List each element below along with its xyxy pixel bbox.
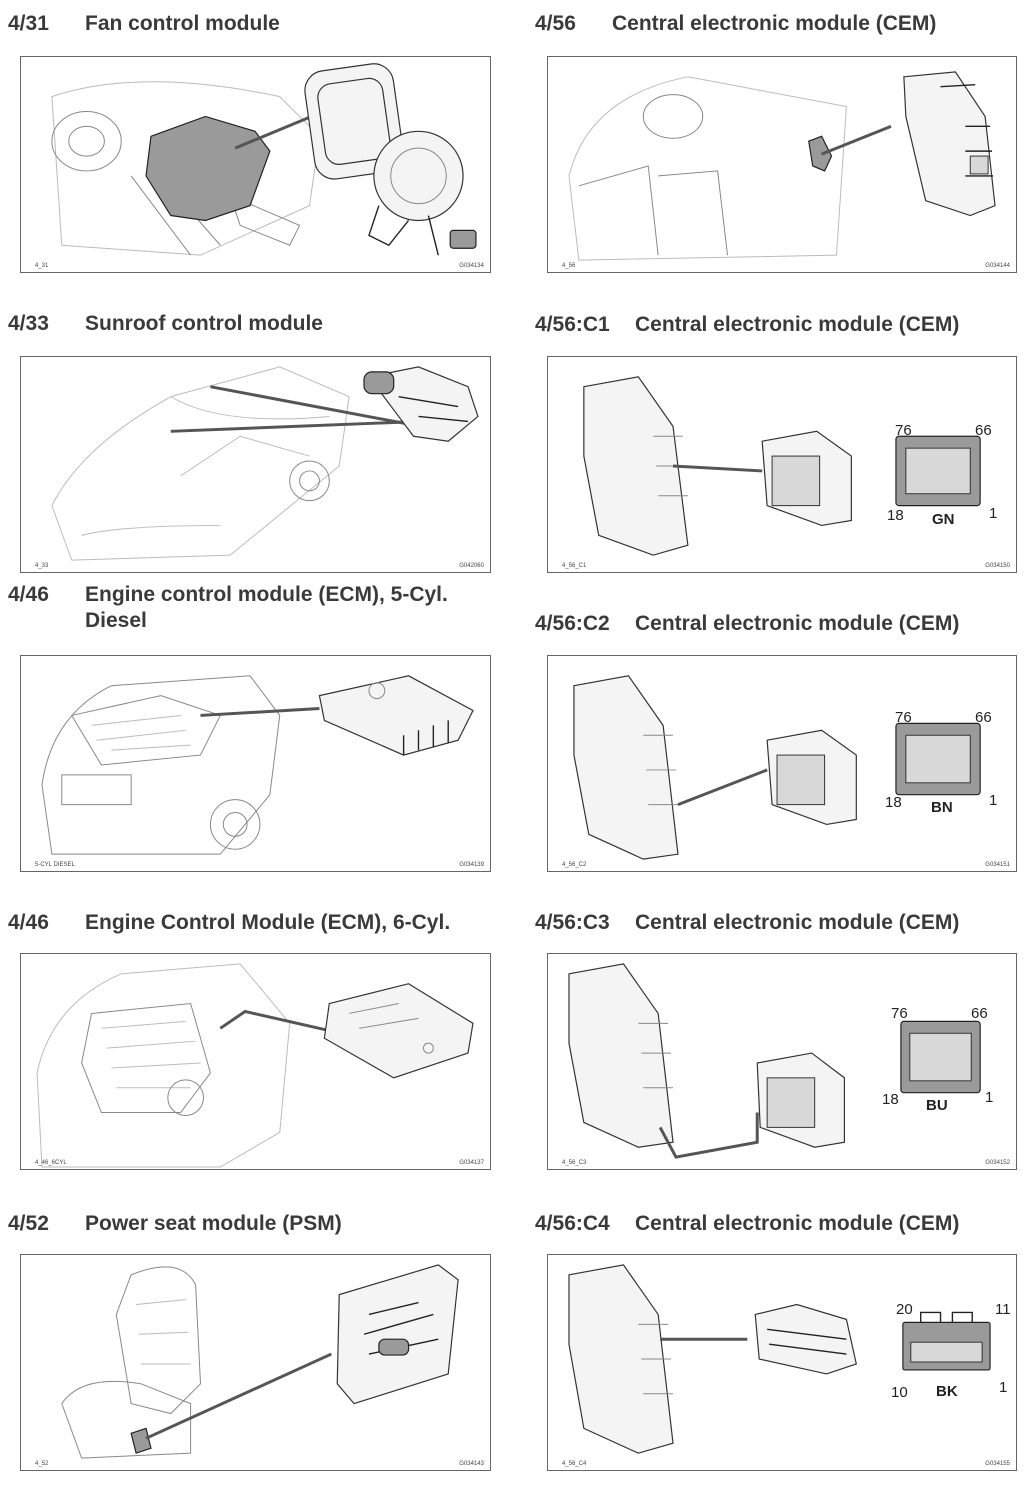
section-title: Central electronic module (CEM) bbox=[635, 911, 960, 934]
figure-tag-right: G034139 bbox=[459, 862, 484, 868]
figure-tag-left: 4_56_C2 bbox=[562, 862, 587, 868]
figure-tag-left: 4_52 bbox=[35, 1461, 49, 1467]
figure-sunroof-control-module: 4_33 G042060 bbox=[20, 356, 491, 573]
figure-tag-right: G034155 bbox=[985, 1461, 1010, 1467]
heading-4-52: 4/52 Power seat module (PSM) bbox=[8, 1211, 498, 1241]
figure-cem-c2: 76 66 18 1 BN 4_56_C2 G034151 bbox=[547, 655, 1017, 872]
pin-label-top-left: 20 bbox=[896, 1301, 913, 1318]
psm-illustration bbox=[61, 1264, 459, 1459]
pin-label-top-right: 66 bbox=[975, 709, 992, 726]
section-title: Central electronic module (CEM) bbox=[635, 313, 960, 336]
figure-tag-right: G034152 bbox=[985, 1160, 1010, 1166]
pin-label-bottom-left: 10 bbox=[891, 1384, 908, 1401]
fan-module-illustration bbox=[51, 63, 477, 256]
figure-power-seat-module: 4_52 G034143 bbox=[20, 1254, 491, 1471]
section-title: Engine control module (ECM), 5-Cyl. bbox=[85, 583, 448, 606]
heading-4-46-6cyl: 4/46 Engine Control Module (ECM), 6-Cyl. bbox=[8, 910, 498, 940]
connector-color-code: BK bbox=[936, 1383, 958, 1400]
connector-color-code: BN bbox=[931, 799, 953, 816]
figure-cem-c4: 20 11 10 1 BK 4_56_C4 G034155 bbox=[547, 1254, 1017, 1471]
cem-illustration bbox=[568, 71, 996, 261]
section-code: 4/31 bbox=[8, 12, 49, 35]
heading-4-33: 4/33 Sunroof control module bbox=[8, 311, 498, 341]
figure-tag-right: G034134 bbox=[459, 263, 484, 269]
figure-tag-left: 4_31 bbox=[35, 263, 49, 269]
figure-tag-left: 4_56_C3 bbox=[562, 1160, 587, 1166]
figure-tag-left: 4_56_C1 bbox=[562, 563, 587, 569]
section-title: Central electronic module (CEM) bbox=[635, 612, 960, 635]
pin-label-bottom-right: 1 bbox=[989, 792, 998, 809]
pin-label-top-left: 76 bbox=[891, 1005, 908, 1022]
section-code: 4/46 bbox=[8, 911, 49, 934]
figure-tag-right: G034151 bbox=[985, 862, 1010, 868]
section-code: 4/56:C3 bbox=[535, 911, 610, 934]
figure-cem-c3: 76 66 18 1 BU 4_56_C3 G034152 bbox=[547, 953, 1017, 1170]
pin-label-bottom-left: 18 bbox=[885, 794, 902, 811]
section-title: Engine Control Module (ECM), 6-Cyl. bbox=[85, 911, 451, 934]
heading-4-56-c4: 4/56:C4 Central electronic module (CEM) bbox=[535, 1211, 1020, 1241]
heading-4-56-c2: 4/56:C2 Central electronic module (CEM) bbox=[535, 611, 1020, 641]
figure-cem-c1: 76 66 18 1 GN 4_56_C1 G034150 bbox=[547, 356, 1017, 573]
sunroof-module-illustration bbox=[51, 366, 479, 561]
heading-4-56-c1: 4/56:C1 Central electronic module (CEM) bbox=[535, 312, 1020, 342]
figure-tag-left: 4_56 bbox=[562, 263, 576, 269]
pin-label-bottom-left: 18 bbox=[887, 507, 904, 524]
figure-ecm-6cyl: 4_46_6CYL G034137 bbox=[20, 953, 491, 1170]
figure-cem: 4_56 G034144 bbox=[547, 56, 1017, 273]
ecm-5cyl-illustration bbox=[41, 675, 474, 855]
figure-tag-left: 4_33 bbox=[35, 563, 49, 569]
figure-tag-right: G034143 bbox=[459, 1461, 484, 1467]
connector-color-code: BU bbox=[926, 1097, 948, 1114]
ecm-6cyl-illustration bbox=[36, 963, 474, 1168]
cem-c3-illustration bbox=[568, 963, 981, 1159]
figure-ecm-5cyl: 5-CYL DIESEL G034139 bbox=[20, 655, 491, 872]
heading-4-56: 4/56 Central electronic module (CEM) bbox=[535, 11, 1020, 41]
section-code: 4/33 bbox=[8, 312, 49, 335]
pin-label-bottom-left: 18 bbox=[882, 1091, 899, 1108]
section-title: Fan control module bbox=[85, 12, 280, 35]
heading-4-31: 4/31 Fan control module bbox=[8, 11, 498, 41]
section-code: 4/56:C4 bbox=[535, 1212, 610, 1235]
section-code: 4/56:C2 bbox=[535, 612, 610, 635]
connector-color-code: GN bbox=[932, 511, 955, 528]
pin-label-bottom-right: 1 bbox=[989, 505, 998, 522]
cem-c2-illustration bbox=[573, 675, 981, 860]
section-title: Central electronic module (CEM) bbox=[635, 1212, 960, 1235]
section-title-line2: Diesel bbox=[85, 609, 147, 632]
figure-tag-right: G034150 bbox=[985, 563, 1010, 569]
section-title: Sunroof control module bbox=[85, 312, 323, 335]
cem-c4-illustration bbox=[568, 1264, 991, 1454]
heading-4-56-c3: 4/56:C3 Central electronic module (CEM) bbox=[535, 910, 1020, 940]
pin-label-top-left: 76 bbox=[895, 709, 912, 726]
section-code: 4/46 bbox=[8, 583, 49, 606]
pin-label-bottom-right: 1 bbox=[985, 1089, 994, 1106]
figure-tag-left: 4_46_6CYL bbox=[35, 1160, 67, 1166]
pin-label-top-right: 11 bbox=[995, 1301, 1011, 1318]
heading-4-46-5cyl: 4/46 Engine control module (ECM), 5-Cyl.… bbox=[8, 582, 498, 638]
cem-c1-illustration bbox=[583, 376, 981, 556]
section-title: Central electronic module (CEM) bbox=[612, 12, 937, 35]
section-code: 4/52 bbox=[8, 1212, 49, 1235]
section-title: Power seat module (PSM) bbox=[85, 1212, 342, 1235]
figure-tag-right: G042060 bbox=[459, 563, 484, 569]
pin-label-top-right: 66 bbox=[975, 422, 992, 439]
figure-tag-right: G034137 bbox=[459, 1160, 484, 1166]
pin-label-top-left: 76 bbox=[895, 422, 912, 439]
section-code: 4/56:C1 bbox=[535, 313, 610, 336]
section-code: 4/56 bbox=[535, 12, 576, 35]
pin-label-bottom-right: 1 bbox=[999, 1379, 1008, 1396]
pin-label-top-right: 66 bbox=[971, 1005, 988, 1022]
figure-fan-control-module: 4_31 G034134 bbox=[20, 56, 491, 273]
figure-tag-left: 5-CYL DIESEL bbox=[35, 862, 75, 868]
figure-tag-left: 4_56_C4 bbox=[562, 1461, 587, 1467]
figure-tag-right: G034144 bbox=[985, 263, 1010, 269]
